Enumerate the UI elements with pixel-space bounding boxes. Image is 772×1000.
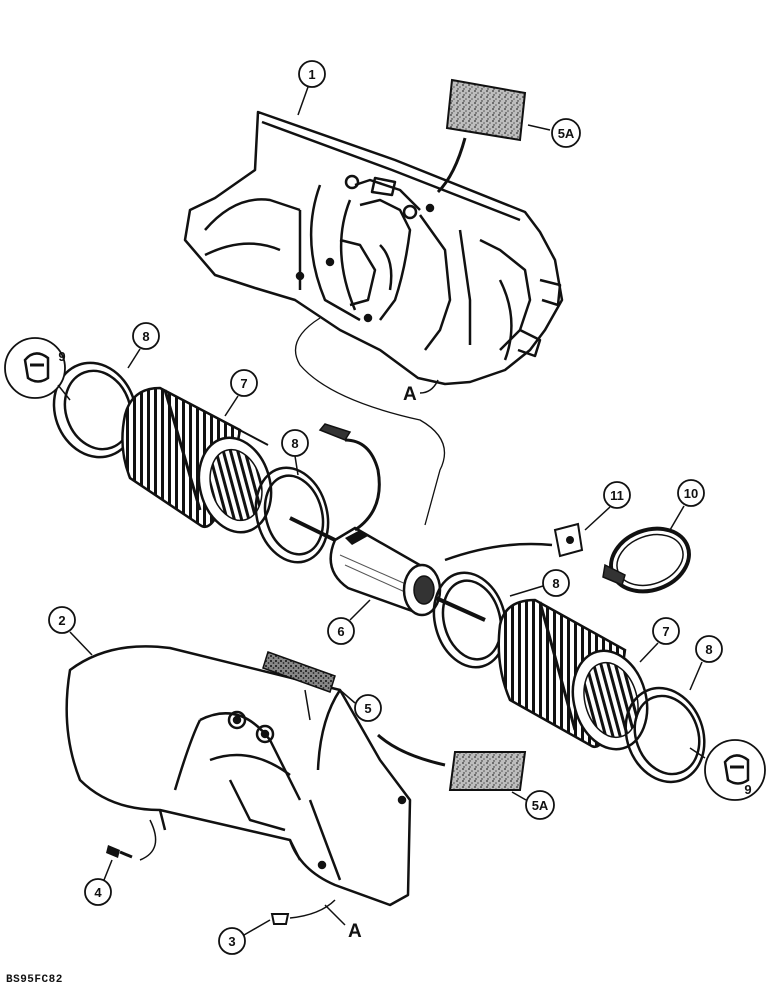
leader-5a-top-arrow [527, 124, 551, 131]
svg-text:7: 7 [240, 376, 247, 391]
callout-5: 5 [354, 694, 382, 722]
svg-text:8: 8 [142, 329, 149, 344]
screw [106, 845, 133, 859]
leader-9-left [57, 384, 71, 401]
leader-5 [304, 689, 311, 721]
callout-2: 2 [48, 606, 93, 656]
callout-11: 11 [584, 481, 631, 531]
leader-5a-bottom [376, 733, 446, 767]
leader-11 [444, 542, 553, 562]
callout-5a-bottom: 5A [511, 790, 555, 820]
reference-letter-a-top: A [403, 384, 417, 405]
callout-7-left: 7 [224, 369, 258, 417]
right-blower-wheel [497, 598, 649, 751]
svg-text:8: 8 [552, 576, 559, 591]
figure-code: BS95FC82 [6, 974, 63, 986]
svg-text:7: 7 [662, 624, 669, 639]
svg-text:1: 1 [308, 67, 315, 82]
svg-text:8: 8 [291, 436, 298, 451]
leader-5a-top [436, 137, 467, 194]
leader-9-right [689, 747, 706, 759]
leader-3 [289, 899, 336, 919]
middle-right-wear-ring [432, 571, 508, 669]
wire-harness [294, 317, 446, 526]
svg-text:10: 10 [684, 486, 698, 501]
foam-pad-top [445, 78, 527, 142]
hose-clamp [602, 526, 691, 594]
svg-text:3: 3 [228, 934, 235, 949]
left-blower-wheel [121, 386, 273, 534]
svg-text:9: 9 [58, 349, 65, 364]
blower-motor [289, 423, 486, 622]
callout-7-right: 7 [639, 617, 680, 663]
reference-letter-a-bottom: A [348, 921, 362, 942]
upper-housing [183, 110, 564, 386]
fastener [270, 913, 290, 925]
leader-a-top [419, 379, 439, 394]
callout-9-right-label: 9 [744, 782, 751, 797]
foam-pad-bottom [448, 751, 527, 791]
leader-4 [139, 819, 157, 861]
callout-9-left-label: 9 [58, 349, 65, 364]
foam-strip [262, 651, 336, 693]
callout-10: 10 [669, 479, 705, 531]
callout-8-right: 8 [689, 635, 723, 691]
leader-a-bottom [324, 904, 346, 926]
svg-text:5A: 5A [532, 798, 549, 813]
svg-text:9: 9 [744, 782, 751, 797]
clip-right [704, 739, 766, 801]
svg-text:11: 11 [610, 488, 624, 503]
callout-8-mid-right: 8 [509, 569, 570, 597]
callout-5a-top: 5A [551, 118, 581, 148]
svg-text:8: 8 [705, 642, 712, 657]
svg-text:2: 2 [58, 613, 65, 628]
left-wear-ring [52, 361, 138, 459]
svg-text:5A: 5A [558, 126, 575, 141]
lower-housing [65, 645, 412, 907]
callout-3: 3 [218, 919, 271, 955]
svg-text:6: 6 [337, 624, 344, 639]
leader-5-arrow [339, 689, 356, 704]
mounting-bracket [553, 522, 584, 558]
callout-1: 1 [297, 60, 326, 116]
clip-left [4, 337, 66, 399]
middle-left-wear-ring [254, 466, 330, 564]
callout-4: 4 [84, 859, 113, 906]
callout-6: 6 [327, 599, 371, 645]
svg-text:4: 4 [94, 885, 102, 900]
callout-8-mid-left: 8 [281, 429, 309, 476]
right-wear-ring [624, 686, 706, 784]
callout-8-top: 8 [127, 322, 160, 369]
svg-text:5: 5 [364, 701, 371, 716]
